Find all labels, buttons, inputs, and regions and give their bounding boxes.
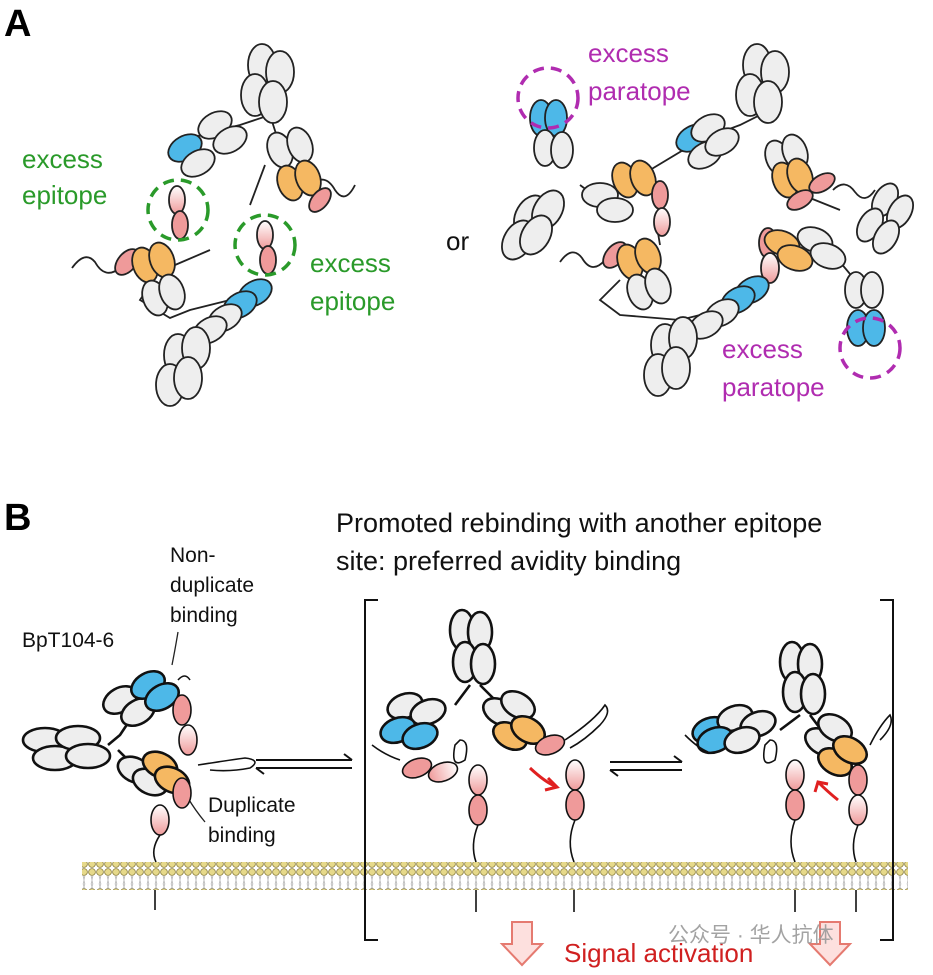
excess-epitope-circle-1 [146, 178, 210, 242]
panel-b-title-line2: site: preferred avidity binding [336, 546, 681, 576]
excess-epitope-label-2b: epitope [310, 286, 395, 316]
middle-antigens [371, 703, 609, 912]
duplicate-label-2: binding [208, 824, 276, 847]
bracket-right [880, 599, 894, 941]
bracket-left [364, 599, 378, 941]
excess-paratope-label-1a: excess [588, 38, 669, 68]
equilibrium-arrow-1 [255, 753, 353, 775]
excess-epitope-circle-2 [233, 213, 297, 277]
non-duplicate-label-3: binding [170, 604, 238, 627]
duplicate-label-1: Duplicate [208, 794, 296, 817]
non-duplicate-label-2: duplicate [170, 574, 254, 597]
right-complex [691, 640, 869, 778]
rebind-arrow-1 [528, 766, 560, 792]
excess-epitope-label-1b: epitope [22, 180, 107, 210]
right-antigens [684, 713, 893, 912]
watermark: 公众号 · 华人抗体 [668, 924, 834, 947]
right-immune-complex [501, 43, 915, 397]
excess-paratope-label-1b: paratope [588, 76, 691, 106]
excess-paratope-label-2b: paratope [722, 372, 825, 402]
panel-a-label: A [4, 3, 31, 45]
cell-membrane [82, 862, 908, 890]
equilibrium-arrow-2 [609, 755, 683, 777]
excess-paratope-circle-2 [838, 316, 902, 380]
left-immune-complex [71, 43, 356, 407]
rebind-arrow-2 [813, 780, 839, 802]
bpt-complex [21, 669, 191, 797]
or-label: or [446, 226, 469, 256]
excess-epitope-label-2a: excess [310, 248, 391, 278]
signal-activation-label: Signal activation [564, 938, 753, 968]
panel-b-title-line1: Promoted rebinding with another epitope [336, 508, 822, 538]
excess-epitope-label-1a: excess [22, 144, 103, 174]
signal-arrow-left [499, 921, 545, 967]
signal-arrow-right [807, 921, 853, 967]
excess-paratope-label-2a: excess [722, 334, 803, 364]
bpt-antigens [150, 675, 256, 910]
non-duplicate-leader [171, 631, 179, 666]
excess-paratope-circle-1 [516, 66, 580, 130]
middle-complex [379, 608, 547, 752]
duplicate-leader [187, 797, 206, 823]
non-duplicate-label-1: Non- [170, 544, 216, 567]
bpt-label: BpT104-6 [22, 629, 114, 652]
panel-b-label: B [4, 497, 31, 539]
